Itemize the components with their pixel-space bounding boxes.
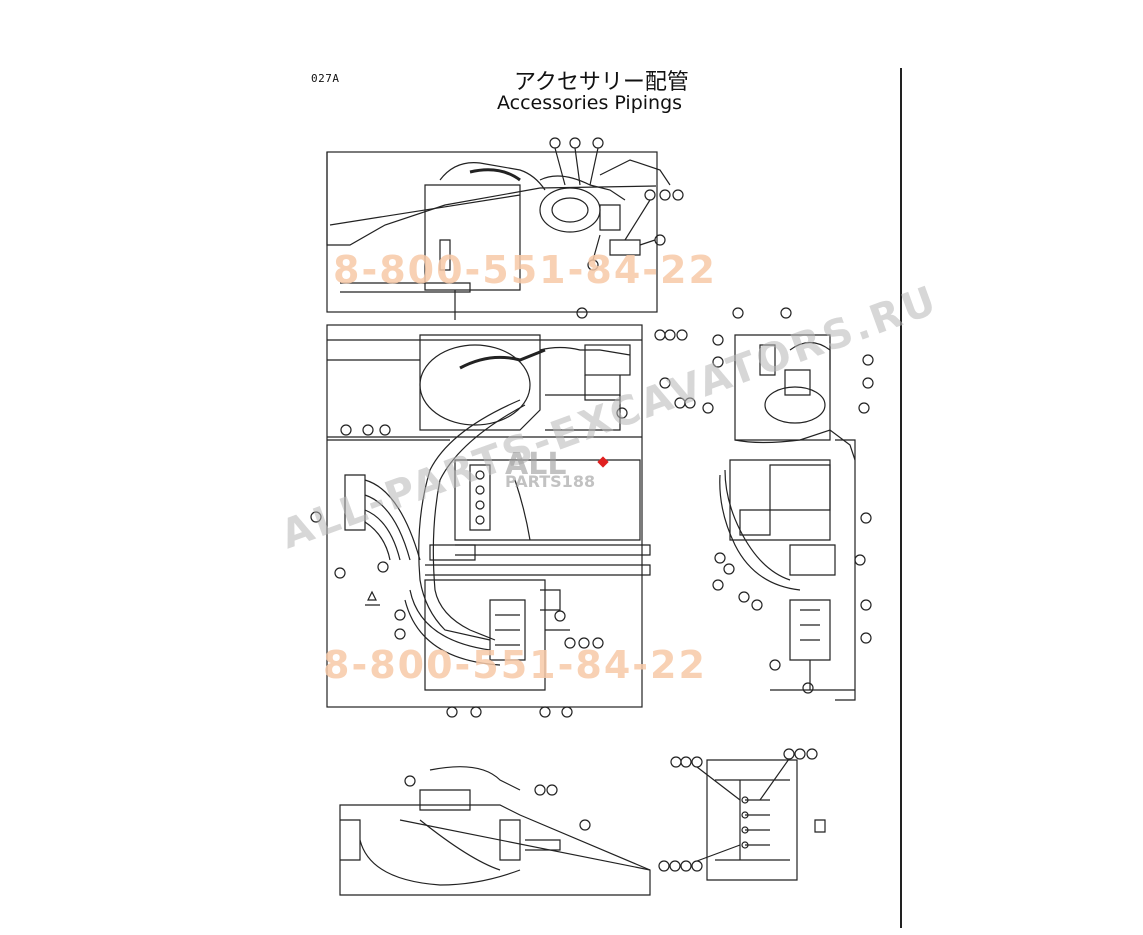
- side-detail-view: [702, 307, 874, 701]
- page-code: 027A: [311, 72, 340, 85]
- middle-plan-view: [310, 307, 696, 718]
- logo-watermark-line1: ALL: [505, 447, 567, 482]
- logo-watermark-line2: PARTS188: [505, 472, 596, 491]
- bottom-side-view: [339, 766, 651, 896]
- page-title: Accessories Pipings: [497, 92, 683, 114]
- page-title-japanese: アクセサリー配管: [514, 70, 689, 95]
- phone-watermark-top: 8-800-551-84-22: [333, 248, 717, 292]
- top-view: [326, 137, 684, 320]
- page-border-rule: [900, 68, 902, 928]
- panel-detail-view: [658, 748, 826, 881]
- phone-watermark-middle: 8-800-551-84-22: [323, 643, 707, 687]
